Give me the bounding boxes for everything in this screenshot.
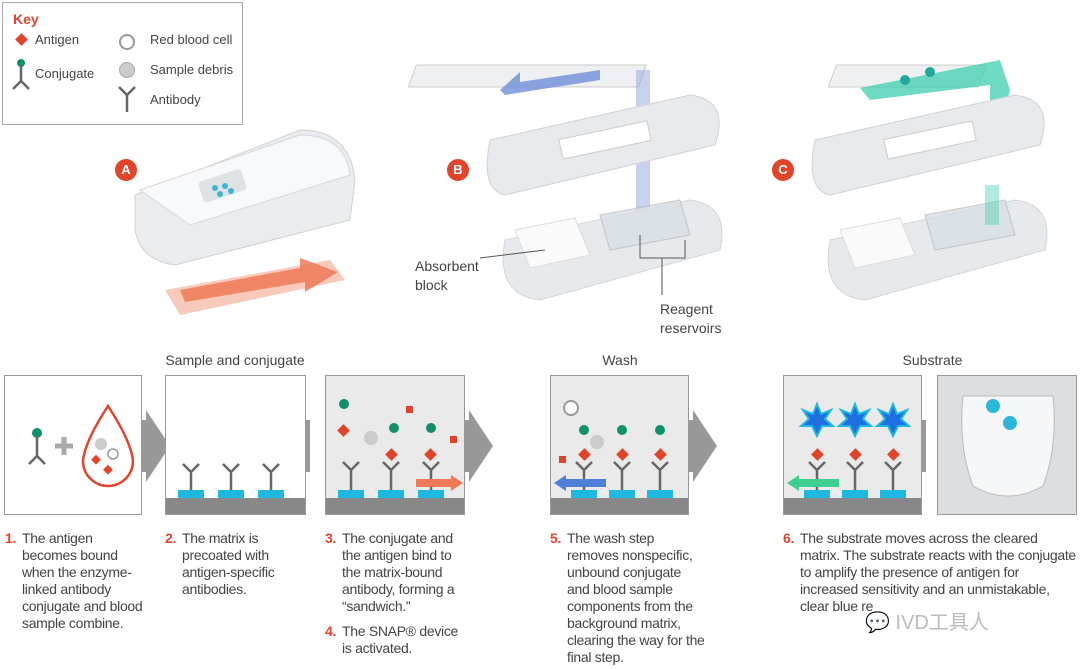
key-debris-label: Sample debris — [150, 62, 234, 77]
step-2-text: 2.The matrix is precoated with antigen-s… — [165, 530, 275, 597]
snap-device-c-illustration — [811, 60, 1048, 301]
red-blood-cell-icon — [119, 34, 135, 50]
step-arrow — [693, 410, 717, 482]
step-3-text: 3.The conjugate and the antigen bind to … — [325, 530, 455, 614]
step-3-illustration — [326, 399, 464, 514]
panel-step-6a — [783, 375, 922, 515]
device-illustrations — [134, 60, 1048, 315]
step-5-text: 5.The wash step removes nonspecific, unb… — [550, 530, 705, 665]
device-label-a: A — [115, 159, 137, 181]
step-1-text: 1.The antigen becomes bound when the enz… — [5, 530, 143, 631]
panel-step-2 — [165, 375, 306, 515]
snap-device-a-illustration — [134, 129, 356, 315]
reagent-reservoirs-label: Reagent reservoirs — [660, 301, 722, 336]
watermark: 💬 IVD工具人 — [865, 612, 989, 634]
header-substrate: Substrate — [902, 352, 963, 368]
snap-device-b-illustration — [407, 64, 723, 301]
step-4-text: 4.The SNAP® device is activated. — [325, 623, 459, 656]
panel-step-1 — [4, 375, 142, 515]
key-rbc-label: Red blood cell — [150, 32, 233, 47]
device-label-c: C — [772, 159, 794, 181]
sample-debris-icon — [119, 62, 135, 78]
device-label-b: B — [447, 159, 469, 181]
step-1-illustration — [28, 403, 135, 488]
legend-key: Key Antigen Conjugate Red blood cell Sam… — [2, 2, 243, 125]
key-icons — [12, 33, 136, 112]
key-conjugate-label: Conjugate — [35, 66, 95, 81]
header-sample-conjugate: Sample and conjugate — [165, 352, 305, 368]
step-6-text: 6.The substrate moves across the cleared… — [783, 530, 1076, 614]
step-2-illustration — [166, 463, 305, 514]
key-title: Key — [13, 11, 39, 27]
step-arrow — [469, 410, 493, 482]
header-wash: Wash — [602, 352, 638, 368]
step-6-illustration — [784, 401, 921, 514]
result-window-illustration — [961, 395, 1055, 497]
antigen-diamond-icon — [15, 33, 28, 46]
conjugate-icon — [12, 59, 30, 90]
panel-step-6b-result-window — [937, 375, 1077, 515]
key-antibody-label: Antibody — [150, 92, 201, 107]
absorbent-block-label: Absorbent block — [415, 258, 479, 293]
key-antigen-label: Antigen — [35, 32, 80, 47]
step-5-illustration — [551, 400, 688, 514]
panel-step-3 — [325, 375, 465, 515]
antibody-icon — [118, 86, 136, 112]
panel-step-5 — [550, 375, 689, 515]
